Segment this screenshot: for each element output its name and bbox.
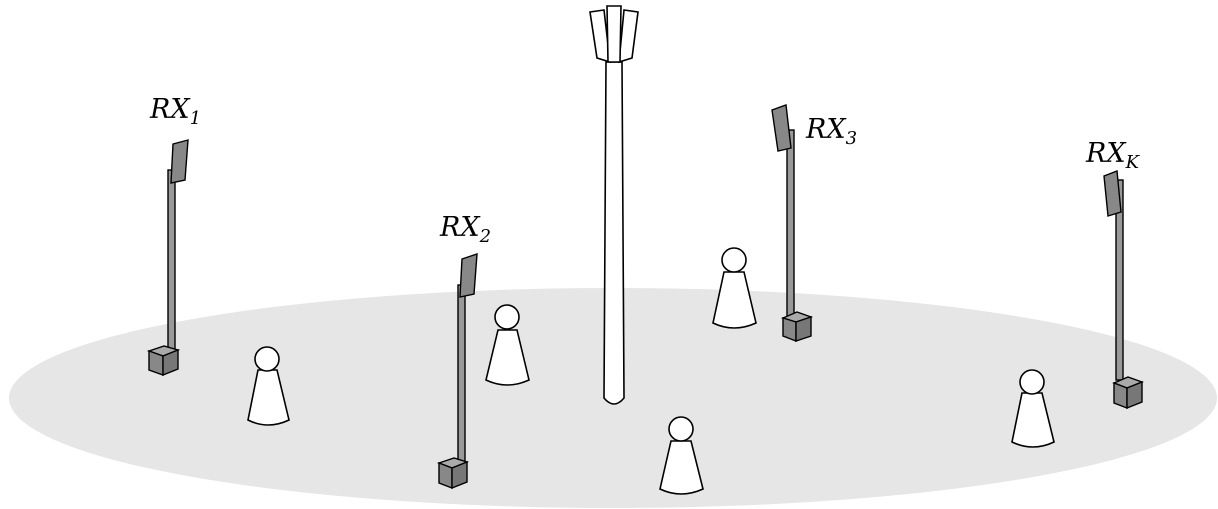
receiver-k: RXK (1085, 138, 1144, 410)
receiver-label: RX2 (439, 212, 491, 247)
person-icon (712, 247, 757, 329)
person-icon (485, 304, 530, 386)
person-icon (659, 416, 704, 495)
receiver-pole (457, 284, 466, 464)
tower-antenna-right (618, 9, 639, 64)
receiver-pole (786, 129, 795, 317)
person-icon (247, 346, 290, 426)
receiver-antenna (771, 104, 792, 152)
receiver-3: RX3 (771, 104, 857, 343)
cell-tower-icon (589, 5, 639, 405)
receiver-antenna (459, 253, 478, 298)
receiver-antenna (1103, 170, 1122, 217)
receiver-label: RX1 (149, 94, 201, 129)
tower-antenna-center (606, 5, 622, 63)
receiver-pole (167, 169, 176, 353)
receiver-box (146, 345, 181, 377)
receiver-label: RXK (1085, 138, 1141, 173)
receiver-2: RX2 (436, 212, 491, 490)
receiver-box (1112, 376, 1144, 410)
receiver-label: RX3 (805, 114, 857, 149)
receiver-1: RX1 (146, 94, 201, 377)
receiver-box (780, 311, 814, 343)
person-icon (1011, 369, 1055, 448)
receiver-box (436, 457, 470, 490)
tower-mast (603, 61, 625, 405)
receiver-antenna (170, 139, 189, 184)
